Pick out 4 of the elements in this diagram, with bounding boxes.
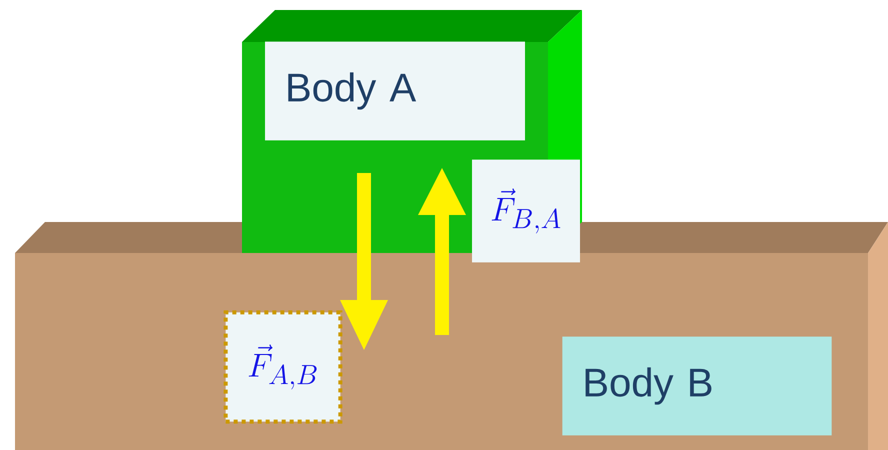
force-label: $\vec{F}_{B,A}$ (472, 160, 580, 262)
body-label: Body B (562, 336, 832, 436)
force-label: $\vec{F}_{A,B}$ (224, 310, 342, 424)
body-label: Body A (265, 42, 525, 140)
